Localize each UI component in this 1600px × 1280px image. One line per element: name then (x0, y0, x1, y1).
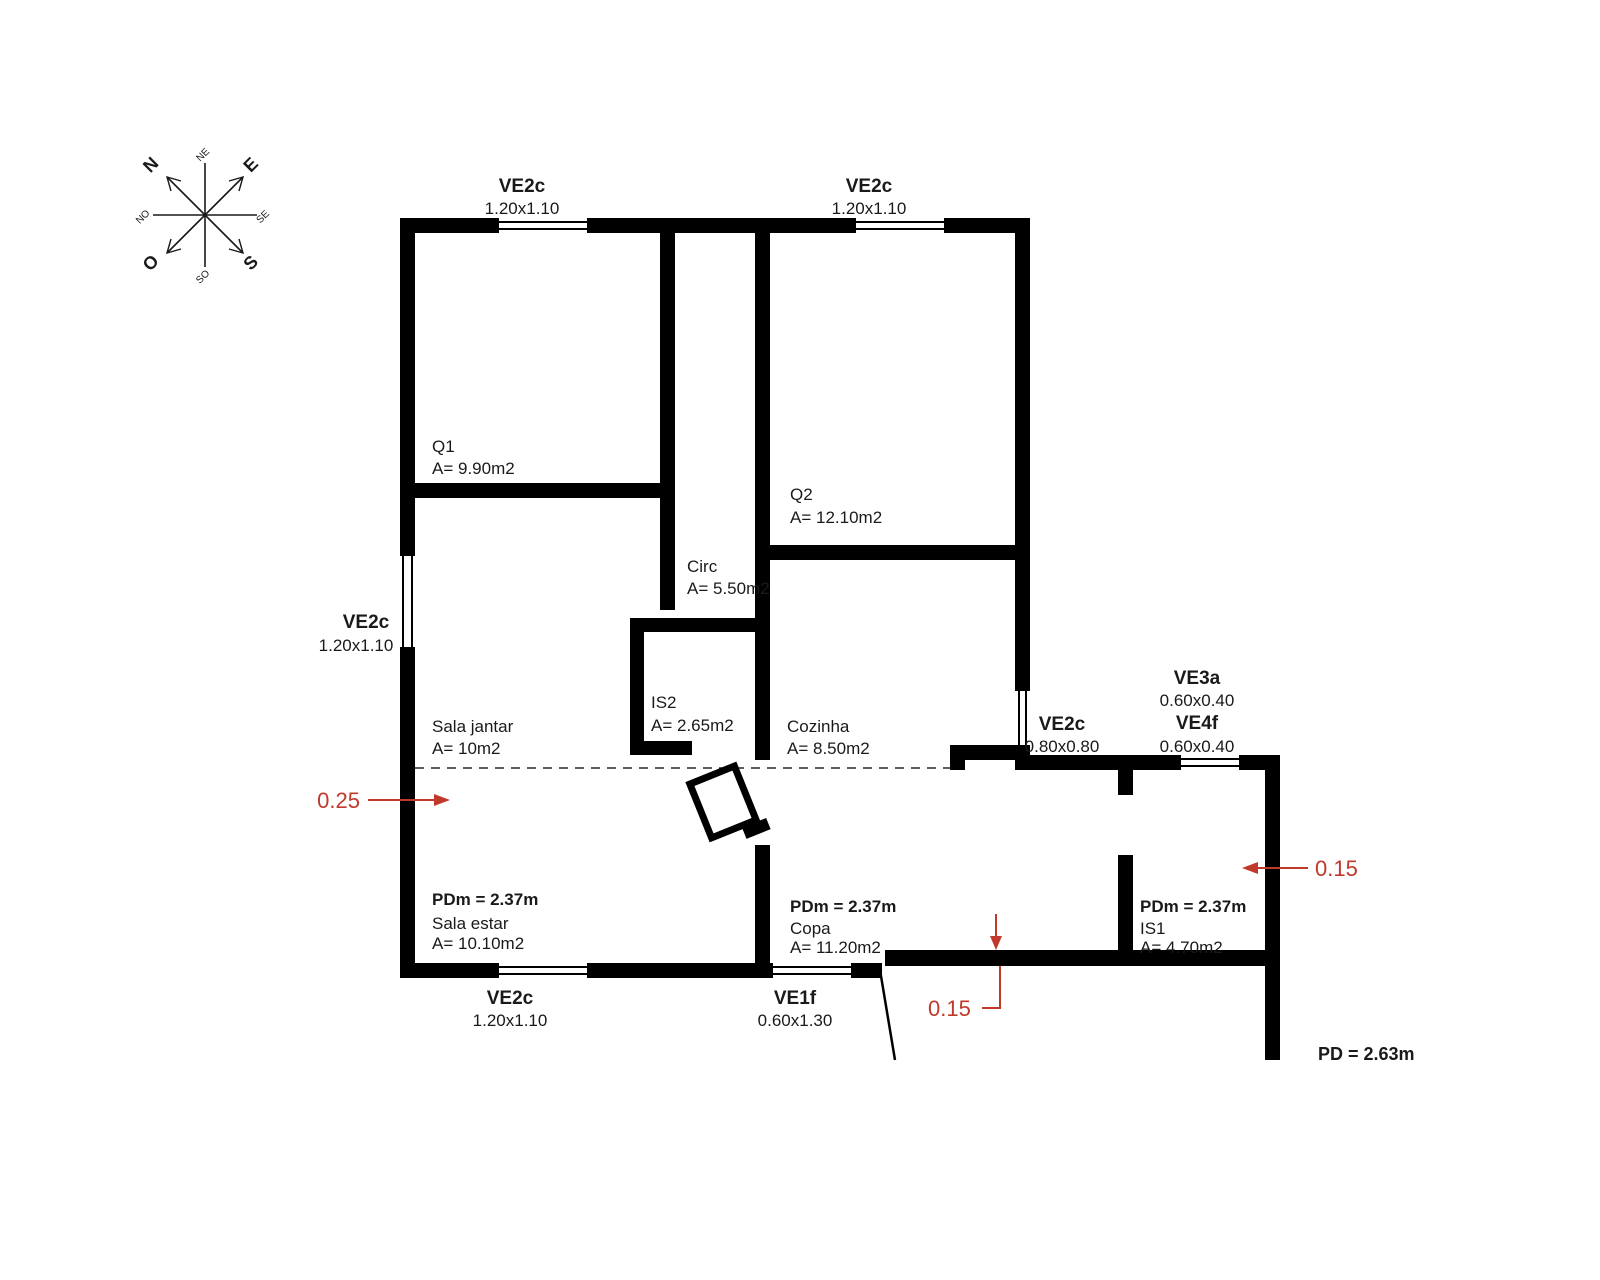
room-label-is2: IS2 A= 2.65m2 (651, 693, 734, 735)
window-symbols (400, 218, 1241, 978)
dimension-wall-left: 0.25 (317, 788, 450, 813)
room-label-q2: Q2 A= 12.10m2 (790, 485, 882, 527)
room-label-sala-jantar: Sala jantar A= 10m2 (432, 717, 514, 758)
window-size: 0.80x0.80 (1025, 737, 1100, 756)
room-area: A= 4.70m2 (1140, 938, 1223, 957)
dimension-value: 0.15 (928, 996, 971, 1021)
room-area: A= 9.90m2 (432, 459, 515, 478)
room-name: Sala estar (432, 914, 509, 933)
compass-label-no: NO (134, 208, 153, 227)
door-leaf (685, 761, 771, 843)
dimension-wall-bottom: 0.15 (928, 914, 1002, 1021)
compass-label-se: SE (255, 208, 272, 225)
room-area: A= 12.10m2 (790, 508, 882, 527)
window-label-entry: VE1f 0.60x1.30 (758, 988, 833, 1030)
ceiling-height-note: PD = 2.63m (1318, 1044, 1415, 1064)
window-code: VE2c (846, 176, 893, 197)
window-size: 0.60x1.30 (758, 1011, 833, 1030)
room-area: A= 11.20m2 (790, 938, 881, 957)
ceiling-height-label: PDm = 2.37m (432, 890, 538, 909)
ceiling-height-label: PDm = 2.37m (790, 897, 896, 916)
window-label-left: VE2c 1.20x1.10 (319, 612, 394, 655)
compass-arrowheads (165, 175, 245, 255)
room-label-sala-estar: PDm = 2.37m Sala estar A= 10.10m2 (432, 890, 538, 953)
room-label-copa: PDm = 2.37m Copa A= 11.20m2 (790, 897, 896, 957)
dimension-arrowhead (990, 936, 1002, 950)
room-name: Q1 (432, 437, 455, 456)
compass-label-s: S (239, 251, 262, 274)
window-size: 1.20x1.10 (832, 199, 907, 218)
room-name: IS2 (651, 693, 677, 712)
room-name: Q2 (790, 485, 813, 504)
entry-door-swing (877, 963, 897, 1061)
compass-rose: N E O S NE SE SO NO (134, 146, 272, 286)
window-label-top-left: VE2c 1.20x1.10 (485, 176, 560, 218)
dimension-bracket (982, 966, 1001, 1009)
window-label-top-right: VE2c 1.20x1.10 (832, 176, 907, 218)
window-code: VE2c (487, 988, 534, 1009)
dimension-value: 0.15 (1315, 856, 1358, 881)
room-area: A= 5.50m2 (687, 579, 770, 598)
room-name: Cozinha (787, 717, 850, 736)
room-label-cozinha: Cozinha A= 8.50m2 (787, 717, 870, 758)
window-size: 0.60x0.40 (1160, 691, 1235, 710)
window-size: 1.20x1.10 (485, 199, 560, 218)
window-code: VE1f (774, 988, 817, 1009)
room-area: A= 10m2 (432, 739, 501, 758)
window-code: VE2c (1039, 714, 1086, 735)
dimension-wall-right: 0.15 (1242, 856, 1358, 881)
window-size: 0.60x0.40 (1160, 737, 1235, 756)
window-label-bottom: VE2c 1.20x1.10 (473, 988, 548, 1030)
walls (400, 218, 1280, 1060)
window-code: VE4f (1176, 713, 1219, 734)
window-label-ve3a: VE3a 0.60x0.40 (1160, 668, 1235, 710)
room-area: A= 10.10m2 (432, 934, 524, 953)
compass-label-ne: NE (194, 146, 212, 164)
window-code: VE3a (1174, 668, 1221, 689)
room-name: Circ (687, 557, 718, 576)
window-code: VE2c (343, 612, 390, 633)
window-code: VE2c (499, 176, 546, 197)
room-name: IS1 (1140, 919, 1166, 938)
room-label-circ: Circ A= 5.50m2 (687, 557, 770, 598)
window-label-kitchen-right: VE2c 0.80x0.80 (1025, 714, 1100, 756)
window-size: 1.20x1.10 (473, 1011, 548, 1030)
compass-spokes (153, 163, 257, 267)
window-label-ve4f: VE4f 0.60x0.40 (1160, 713, 1235, 756)
compass-label-so: SO (194, 268, 212, 286)
ceiling-height-label: PDm = 2.37m (1140, 897, 1246, 916)
compass-label-e: E (239, 153, 262, 176)
room-area: A= 8.50m2 (787, 739, 870, 758)
room-area: A= 2.65m2 (651, 716, 734, 735)
room-name: Copa (790, 919, 831, 938)
room-label-q1: Q1 A= 9.90m2 (432, 437, 515, 478)
compass-label-o: O (139, 251, 163, 275)
compass-label-n: N (139, 153, 162, 176)
window-size: 1.20x1.10 (319, 636, 394, 655)
room-label-is1: PDm = 2.37m IS1 A= 4.70m2 (1140, 897, 1246, 957)
dimension-value: 0.25 (317, 788, 360, 813)
dimension-arrowhead (434, 794, 450, 806)
room-name: Sala jantar (432, 717, 514, 736)
dimension-arrowhead (1242, 862, 1258, 874)
